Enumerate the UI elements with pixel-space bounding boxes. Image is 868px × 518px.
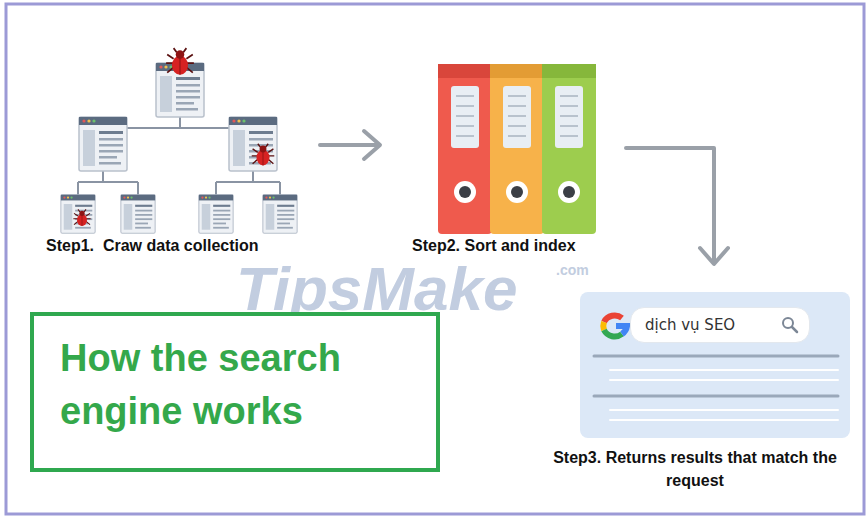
title-box: How the search engine works (30, 312, 440, 472)
step-label: Step3. Returns results that match the re… (528, 446, 862, 492)
watermark: .com (556, 262, 616, 279)
search-query: dịch vụ SEO (645, 316, 735, 334)
step-label: Step1. Craw data collection (46, 236, 346, 255)
search-icon (781, 316, 799, 334)
step-label: Step2. Sort and index (412, 236, 642, 255)
title-text: How the search engine works (60, 332, 412, 438)
search-box: dịch vụ SEO (630, 307, 810, 343)
